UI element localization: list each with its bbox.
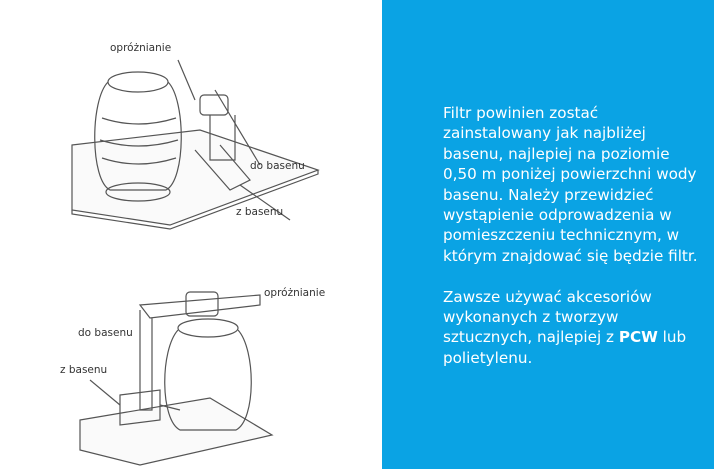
label-drain-top: opróżnianie — [110, 42, 172, 54]
accessories-text-end: lub polietylenu. — [443, 328, 687, 367]
info-panel: Filtr powinien zostać zainstalowany jak … — [382, 0, 714, 469]
label-drain-bottom: opróżnianie — [264, 287, 326, 299]
accessories-text: Zawsze używać akcesoriów wykonanych z tw… — [443, 287, 652, 347]
filter-diagram-top — [71, 59, 320, 230]
label-to-pool-bottom: do basenu — [78, 327, 133, 339]
filter-diagram-bottom — [79, 291, 274, 466]
pvc-bold: PCW — [618, 328, 658, 347]
label-to-pool-top: do basenu — [250, 160, 305, 172]
label-from-pool-top: z basenu — [236, 206, 284, 218]
paragraph-installation: Filtr powinien zostać zainstalowany jak … — [443, 104, 698, 265]
info-text: Filtr powinien zostać zainstalowany jak … — [443, 103, 708, 389]
label-from-pool-bottom: z basenu — [60, 364, 108, 376]
paragraph-accessories: Zawsze używać akcesoriów wykonanych z tw… — [443, 287, 708, 369]
diagrams-area: opróżnianie do basenu z basenu opróżnian… — [60, 42, 326, 466]
